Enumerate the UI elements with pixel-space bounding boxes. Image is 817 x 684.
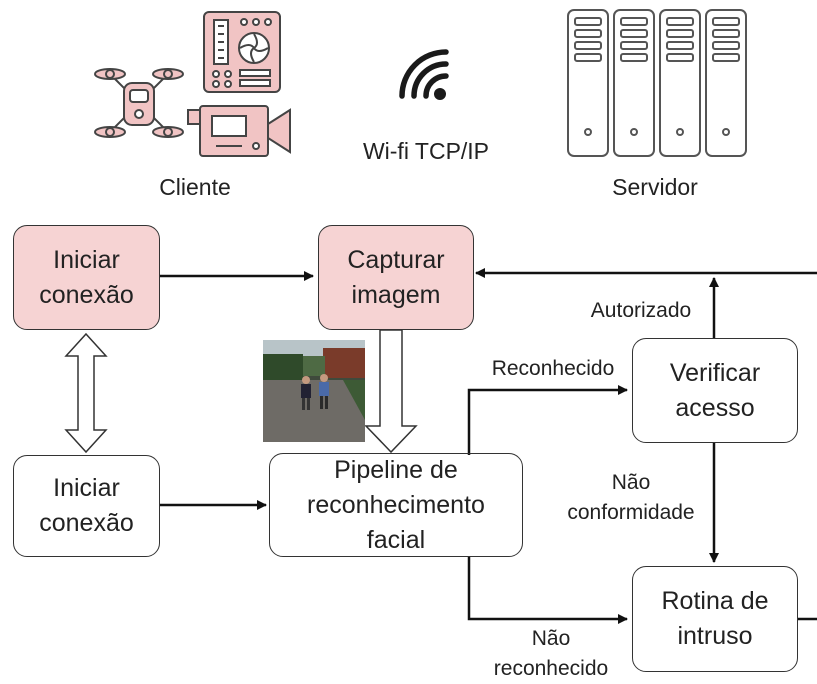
edge-client-server-link bbox=[64, 332, 108, 454]
face-recognition-pipeline-text: Pipeline de reconhecimento facial bbox=[307, 455, 485, 554]
intruder-routine-text: Rotina de intruso bbox=[661, 587, 769, 650]
video-camera-icon bbox=[187, 105, 291, 157]
drone-icon bbox=[94, 68, 184, 138]
client-connect-box: Iniciar conexão bbox=[13, 225, 160, 330]
capture-image-box: Capturar imagem bbox=[318, 225, 474, 330]
face-recognition-pipeline-box: Pipeline de reconhecimento facial bbox=[269, 453, 523, 557]
not-recognized-label: Não reconhecido bbox=[493, 627, 609, 680]
edge-recognized bbox=[467, 385, 628, 455]
captured-frame-image bbox=[263, 340, 365, 442]
edge-capture-to-pipeline bbox=[364, 329, 418, 454]
client-connect-text: Iniciar conexão bbox=[39, 245, 134, 309]
server-connect-box: Iniciar conexão bbox=[13, 455, 160, 557]
intruder-routine-box: Rotina de intruso bbox=[632, 566, 798, 672]
verify-access-text: Verificar acesso bbox=[669, 358, 761, 422]
server-connect-text: Iniciar conexão bbox=[39, 474, 134, 537]
authorized-label: Autorizado bbox=[590, 299, 692, 322]
link-label: Wi-fi TCP/IP bbox=[362, 138, 490, 164]
wifi-icon bbox=[399, 49, 449, 100]
server-rack-icon bbox=[567, 9, 747, 157]
non-conformity-label: Não conformidade bbox=[567, 471, 695, 524]
verify-access-box: Verificar acesso bbox=[632, 338, 798, 443]
capture-image-text: Capturar imagem bbox=[347, 245, 445, 309]
edge-not-recognized bbox=[467, 557, 628, 624]
recognized-label: Reconhecido bbox=[491, 357, 615, 380]
server-label: Servidor bbox=[612, 174, 698, 200]
circuit-board-icon bbox=[203, 11, 281, 93]
client-label: Cliente bbox=[159, 174, 231, 200]
